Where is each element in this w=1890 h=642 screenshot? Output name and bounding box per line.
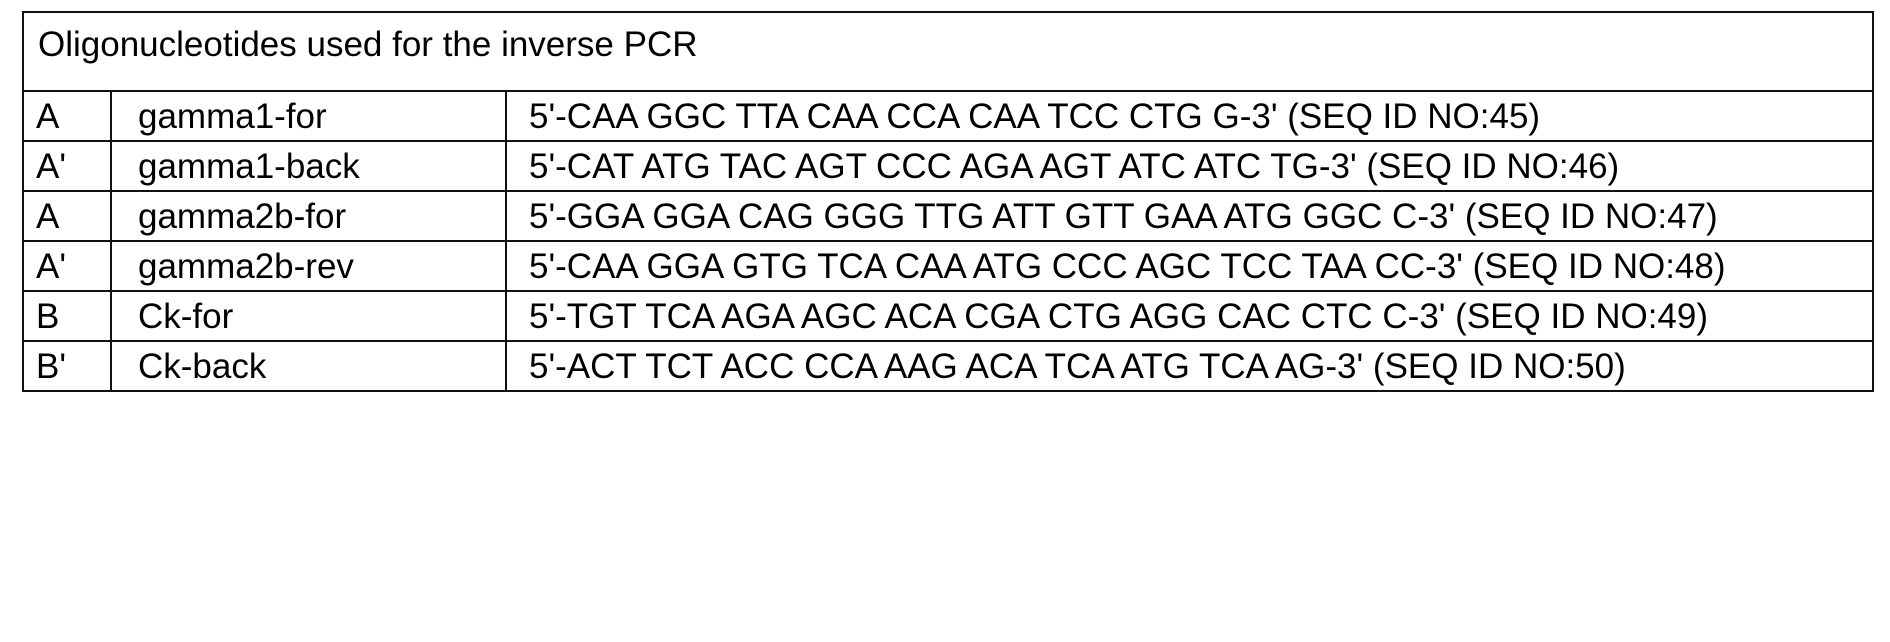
- primer-label-cell: B': [23, 341, 111, 391]
- primer-sequence-cell: 5'-CAA GGA GTG TCA CAA ATG CCC AGC TCC T…: [506, 241, 1873, 291]
- table-row: A gamma1-for 5'-CAA GGC TTA CAA CCA CAA …: [23, 91, 1873, 141]
- primer-name-cell: Ck-back: [111, 341, 506, 391]
- table-row: B Ck-for 5'-TGT TCA AGA AGC ACA CGA CTG …: [23, 291, 1873, 341]
- table-row: A' gamma2b-rev 5'-CAA GGA GTG TCA CAA AT…: [23, 241, 1873, 291]
- oligonucleotide-table: Oligonucleotides used for the inverse PC…: [22, 11, 1874, 392]
- primer-sequence-cell: 5'-TGT TCA AGA AGC ACA CGA CTG AGG CAC C…: [506, 291, 1873, 341]
- table-row: B' Ck-back 5'-ACT TCT ACC CCA AAG ACA TC…: [23, 341, 1873, 391]
- primer-label-cell: A: [23, 91, 111, 141]
- primer-sequence-cell: 5'-GGA GGA CAG GGG TTG ATT GTT GAA ATG G…: [506, 191, 1873, 241]
- primer-name-cell: gamma2b-for: [111, 191, 506, 241]
- table-row: A gamma2b-for 5'-GGA GGA CAG GGG TTG ATT…: [23, 191, 1873, 241]
- primer-label-cell: A: [23, 191, 111, 241]
- table-caption: Oligonucleotides used for the inverse PC…: [23, 12, 1873, 91]
- table-caption-row: Oligonucleotides used for the inverse PC…: [23, 12, 1873, 91]
- primer-name-cell: gamma1-for: [111, 91, 506, 141]
- primer-name-cell: gamma2b-rev: [111, 241, 506, 291]
- primer-sequence-cell: 5'-CAT ATG TAC AGT CCC AGA AGT ATC ATC T…: [506, 141, 1873, 191]
- primer-label-cell: A': [23, 141, 111, 191]
- primer-name-cell: gamma1-back: [111, 141, 506, 191]
- primer-label-cell: B: [23, 291, 111, 341]
- primer-sequence-cell: 5'-CAA GGC TTA CAA CCA CAA TCC CTG G-3' …: [506, 91, 1873, 141]
- primer-label-cell: A': [23, 241, 111, 291]
- table-row: A' gamma1-back 5'-CAT ATG TAC AGT CCC AG…: [23, 141, 1873, 191]
- primer-sequence-cell: 5'-ACT TCT ACC CCA AAG ACA TCA ATG TCA A…: [506, 341, 1873, 391]
- primer-name-cell: Ck-for: [111, 291, 506, 341]
